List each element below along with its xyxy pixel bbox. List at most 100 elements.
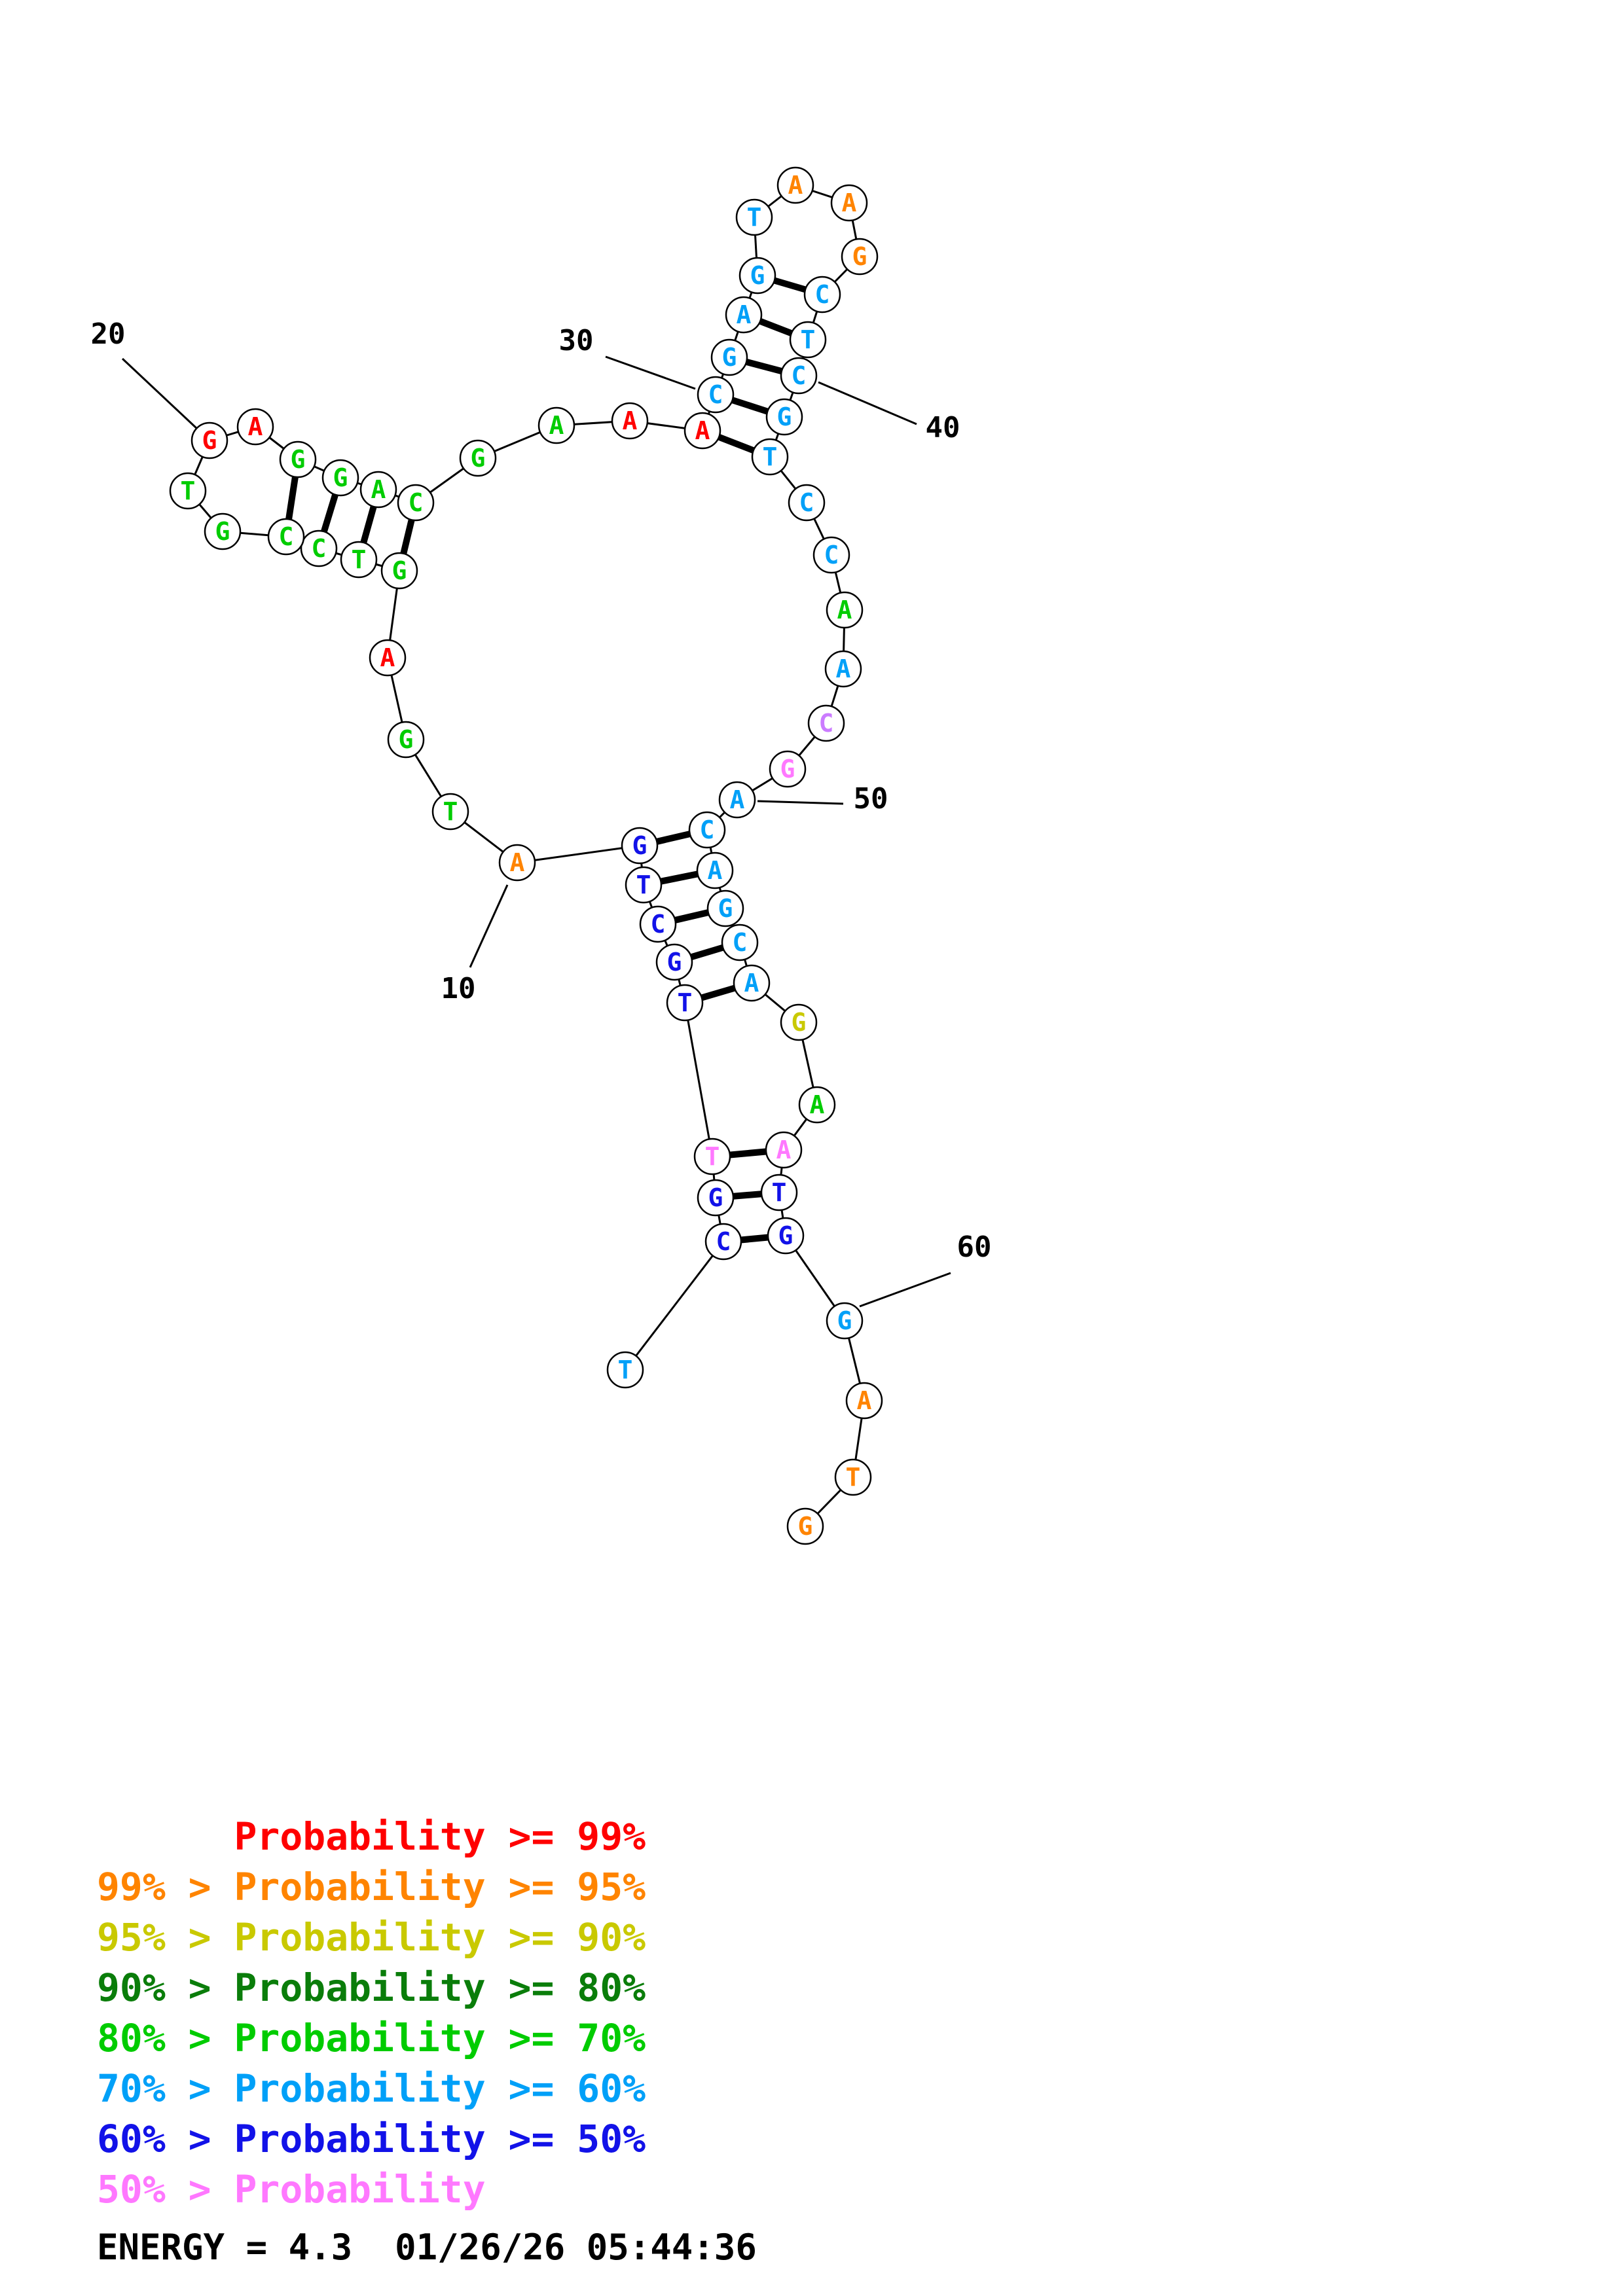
nucleotide-base-letter: A — [837, 596, 852, 624]
nucleotide-base-letter: G — [471, 444, 486, 473]
nucleotide-circle — [431, 793, 469, 831]
nucleotide-circle — [236, 408, 274, 446]
nucleotide-15: T — [340, 541, 378, 579]
nucleotide-circle — [834, 1458, 872, 1496]
legend-row-6: 60% > Probability >= 50% — [97, 2117, 646, 2161]
nucleotide-24: A — [359, 471, 397, 509]
nucleotide-28: A — [611, 402, 649, 440]
nucleotide-base-letter: A — [730, 785, 745, 814]
position-label-10: 10 — [441, 972, 476, 1005]
legend-row-2: 95% > Probability >= 90% — [97, 1915, 646, 1960]
nucleotide-59: G — [767, 1217, 805, 1255]
nucleotide-base-letter: G — [722, 343, 737, 372]
label-leader-line — [818, 381, 917, 425]
nucleotide-circle — [765, 1131, 803, 1169]
nucleotide-58: T — [760, 1174, 798, 1211]
nucleotide-base-letter: T — [801, 325, 816, 354]
nucleotide-3: G — [697, 1179, 735, 1217]
nucleotide-base-letter: C — [799, 488, 814, 517]
nucleotide-circle — [387, 721, 425, 759]
legend-row-4: 80% > Probability >= 70% — [97, 2016, 646, 2060]
nucleotide-base-letter: C — [651, 910, 666, 939]
nucleotide-base-letter: A — [737, 300, 752, 329]
nucleotide-42: T — [751, 438, 789, 476]
nucleotide-base-letter: C — [733, 928, 748, 957]
backbone-segment — [624, 1241, 725, 1371]
nucleotide-circle — [710, 338, 748, 376]
label-leader-line — [757, 800, 844, 805]
nucleotide-base-letter: G — [852, 242, 867, 271]
nucleotide-40: C — [780, 357, 818, 395]
nucleotide-base-letter: G — [708, 1183, 723, 1212]
label-leader-line — [469, 884, 509, 968]
nucleotide-base-letter: A — [695, 416, 710, 445]
legend-row-5: 70% > Probability >= 60% — [97, 2066, 646, 2111]
nucleotide-36: A — [830, 184, 868, 222]
nucleotide-circle — [765, 398, 803, 436]
probability-legend: Probability >= 99%99% > Probability >= 9… — [97, 1812, 646, 2215]
nucleotide-base-letter: A — [380, 643, 395, 672]
nucleotide-13: A — [369, 639, 407, 677]
nucleotide-circle — [639, 905, 677, 943]
nucleotide-21: A — [236, 408, 274, 446]
legend-row-0: Probability >= 99% — [97, 1814, 646, 1859]
nucleotide-base-letter: A — [857, 1386, 872, 1415]
nucleotide-55: G — [780, 1003, 818, 1041]
nucleotide-circle — [169, 472, 207, 510]
nucleotide-14: G — [380, 552, 418, 590]
nucleotide-base-letter: G — [392, 556, 407, 585]
nucleotide-47: C — [807, 704, 845, 742]
nucleotide-circle — [498, 844, 536, 882]
nucleotide-base-letter: A — [708, 856, 723, 885]
nucleotide-base-letter: C — [700, 816, 715, 844]
nucleotide-7: C — [639, 905, 677, 943]
nucleotide-circle — [380, 552, 418, 590]
nucleotide-circle — [538, 406, 575, 444]
nucleotide-base-letter: T — [352, 545, 367, 574]
nucleotide-circle — [807, 704, 845, 742]
nucleotide-circle — [611, 402, 649, 440]
nucleotide-61: A — [845, 1382, 883, 1420]
nucleotide-25: C — [397, 484, 435, 522]
nucleotide-base-letter: G — [792, 1008, 807, 1037]
nucleotide-circle — [767, 1217, 805, 1255]
nucleotide-circle — [191, 422, 228, 459]
nucleotide-base-letter: C — [708, 380, 723, 409]
nucleotide-circle — [321, 459, 359, 497]
nucleotide-53: C — [721, 924, 759, 961]
nucleotide-29: A — [684, 412, 721, 450]
nucleotide-46: A — [824, 650, 862, 688]
nucleotide-37: G — [841, 238, 879, 276]
nucleotide-circle — [697, 376, 735, 414]
legend-row-3: 90% > Probability >= 80% — [97, 1965, 646, 2010]
nucleotide-1: T — [606, 1351, 644, 1389]
nucleotide-base-letter: T — [678, 988, 693, 1017]
nucleotide-circle — [697, 1179, 735, 1217]
nucleotide-2: C — [704, 1223, 742, 1261]
nucleotide-circle — [788, 484, 826, 522]
nucleotide-circle — [696, 852, 734, 889]
nucleotide-circle — [625, 866, 663, 904]
nucleotide-circle — [826, 1302, 864, 1340]
label-leader-line — [859, 1272, 951, 1308]
nucleotide-base-letter: C — [824, 541, 839, 569]
nucleotide-11: T — [431, 793, 469, 831]
nucleotide-base-letter: C — [409, 488, 424, 517]
nucleotide-39: T — [789, 321, 827, 359]
nucleotide-circle — [830, 184, 868, 222]
nucleotide-5: T — [666, 984, 704, 1022]
position-label-50: 50 — [854, 782, 888, 816]
nucleotide-45: A — [826, 591, 864, 629]
nucleotide-18: G — [204, 512, 242, 550]
nucleotide-circle — [684, 412, 721, 450]
nucleotide-62: T — [834, 1458, 872, 1496]
nucleotide-4: T — [693, 1138, 731, 1175]
nucleotide-22: G — [279, 440, 317, 478]
nucleotide-base-letter: T — [763, 442, 778, 471]
nucleotide-34: T — [735, 198, 773, 236]
nucleotide-33: G — [739, 257, 776, 295]
nucleotide-circle — [704, 1223, 742, 1261]
nucleotide-60: G — [826, 1302, 864, 1340]
position-label-40: 40 — [926, 411, 960, 444]
